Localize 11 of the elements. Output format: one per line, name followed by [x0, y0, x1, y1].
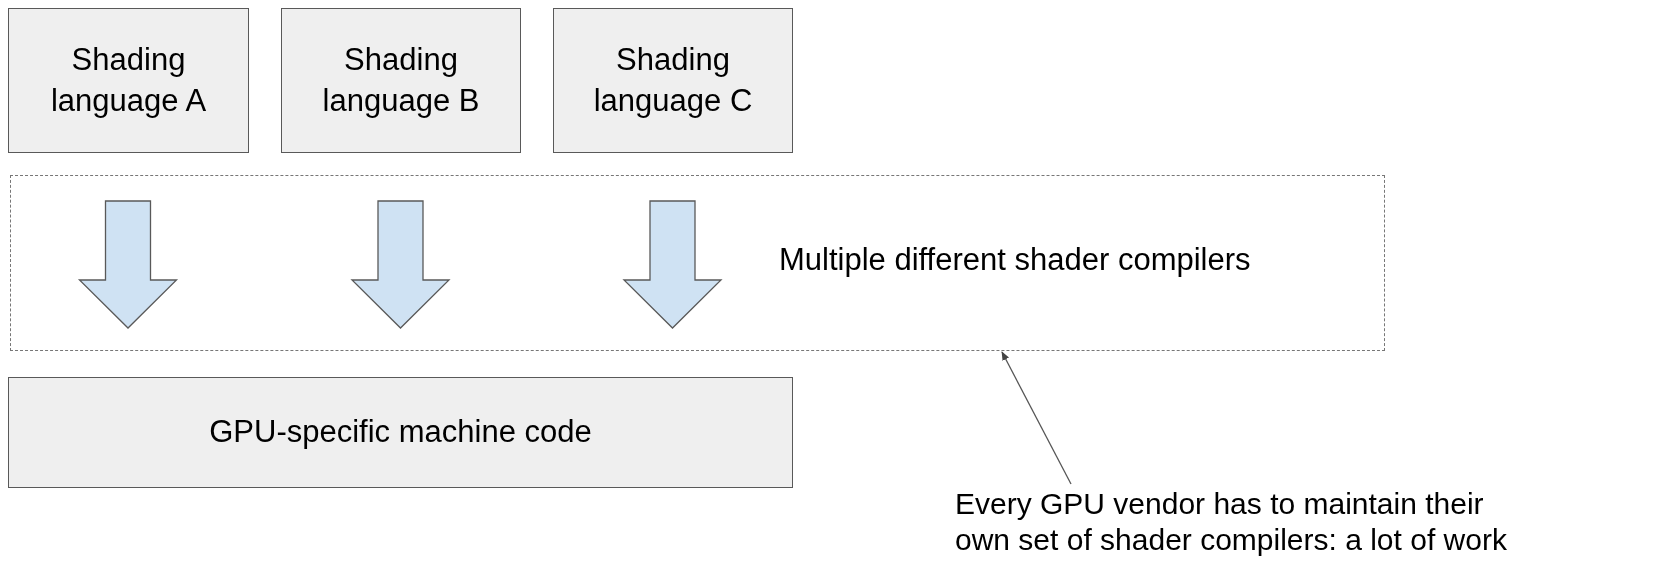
process-box: Shading language C — [553, 8, 793, 153]
group-label: Multiple different shader compilers — [779, 241, 1251, 279]
annotation-text: Every GPU vendor has to maintain their own set of shader compilers: a lot of work — [955, 486, 1508, 558]
process-box: Shading language B — [281, 8, 521, 153]
block-arrow — [77, 200, 179, 329]
block-arrow — [350, 200, 451, 329]
dashed-group-box — [10, 175, 1385, 351]
process-box: GPU-specific machine code — [8, 377, 793, 488]
leader-line — [1001, 351, 1072, 485]
block-arrow — [622, 200, 723, 329]
process-box: Shading language A — [8, 8, 249, 153]
